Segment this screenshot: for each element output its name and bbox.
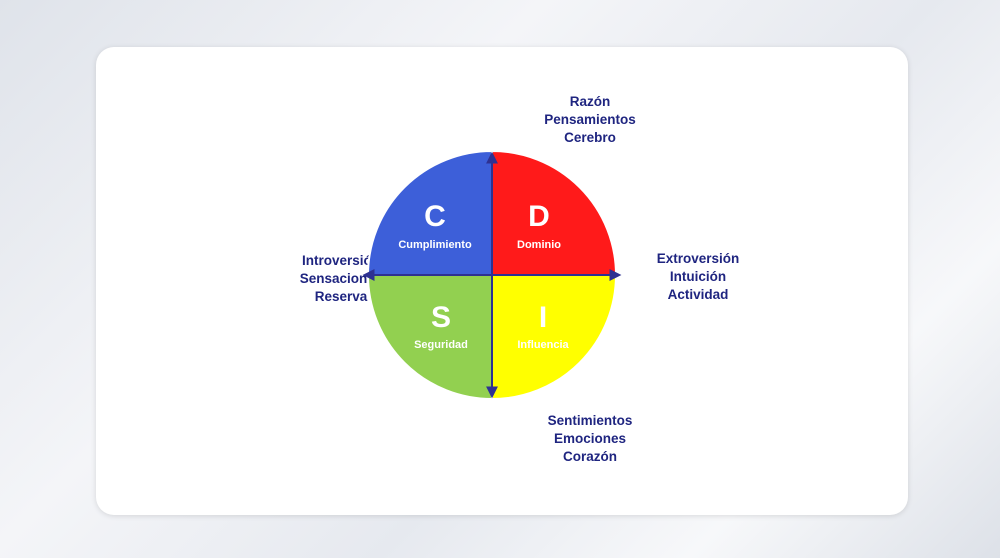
quadrant-c-letter: C	[424, 200, 446, 233]
left-label-line-1: Introversión	[301, 253, 380, 268]
bottom-axis-label: Sentimientos Emociones Corazón	[490, 412, 690, 466]
top-label-line-2: Pensamientos	[544, 112, 636, 127]
quadrant-i-word: Influencia	[517, 339, 569, 351]
quadrant-s-letter: S	[431, 301, 451, 334]
right-label-line-2: Intuición	[669, 269, 727, 284]
quadrant-d	[491, 149, 618, 276]
quadrant-d-letter: D	[528, 200, 550, 233]
quadrant-s-word: Seguridad	[414, 339, 468, 351]
left-label-line-2: Sensaciones	[299, 271, 383, 286]
disc-circle-diagram: C Cumplimiento D Dominio S Seguridad I I…	[362, 149, 622, 401]
top-axis-label: Razón Pensamientos Cerebro	[490, 93, 690, 147]
quadrant-c-word: Cumplimiento	[398, 239, 472, 251]
bottom-label-line-3: Corazón	[563, 449, 617, 464]
quadrant-i-letter: I	[539, 301, 547, 334]
quadrant-i	[491, 274, 618, 401]
quadrant-s	[366, 274, 493, 401]
right-axis-label: Extroversión Intuición Actividad	[598, 250, 798, 304]
quadrant-c	[366, 149, 493, 276]
right-label-line-3: Actividad	[667, 287, 729, 302]
left-axis-label: Introversión Sensaciones Reserva	[241, 252, 441, 306]
top-label-line-1: Razón	[569, 94, 611, 109]
left-label-line-3: Reserva	[314, 289, 368, 304]
top-label-line-3: Cerebro	[564, 130, 616, 145]
right-label-line-1: Extroversión	[656, 251, 740, 266]
quadrant-d-word: Dominio	[517, 239, 561, 251]
bottom-label-line-1: Sentimientos	[547, 413, 633, 428]
bottom-label-line-2: Emociones	[553, 431, 627, 446]
diagram-card: Razón Pensamientos Cerebro Introversión …	[96, 47, 908, 515]
